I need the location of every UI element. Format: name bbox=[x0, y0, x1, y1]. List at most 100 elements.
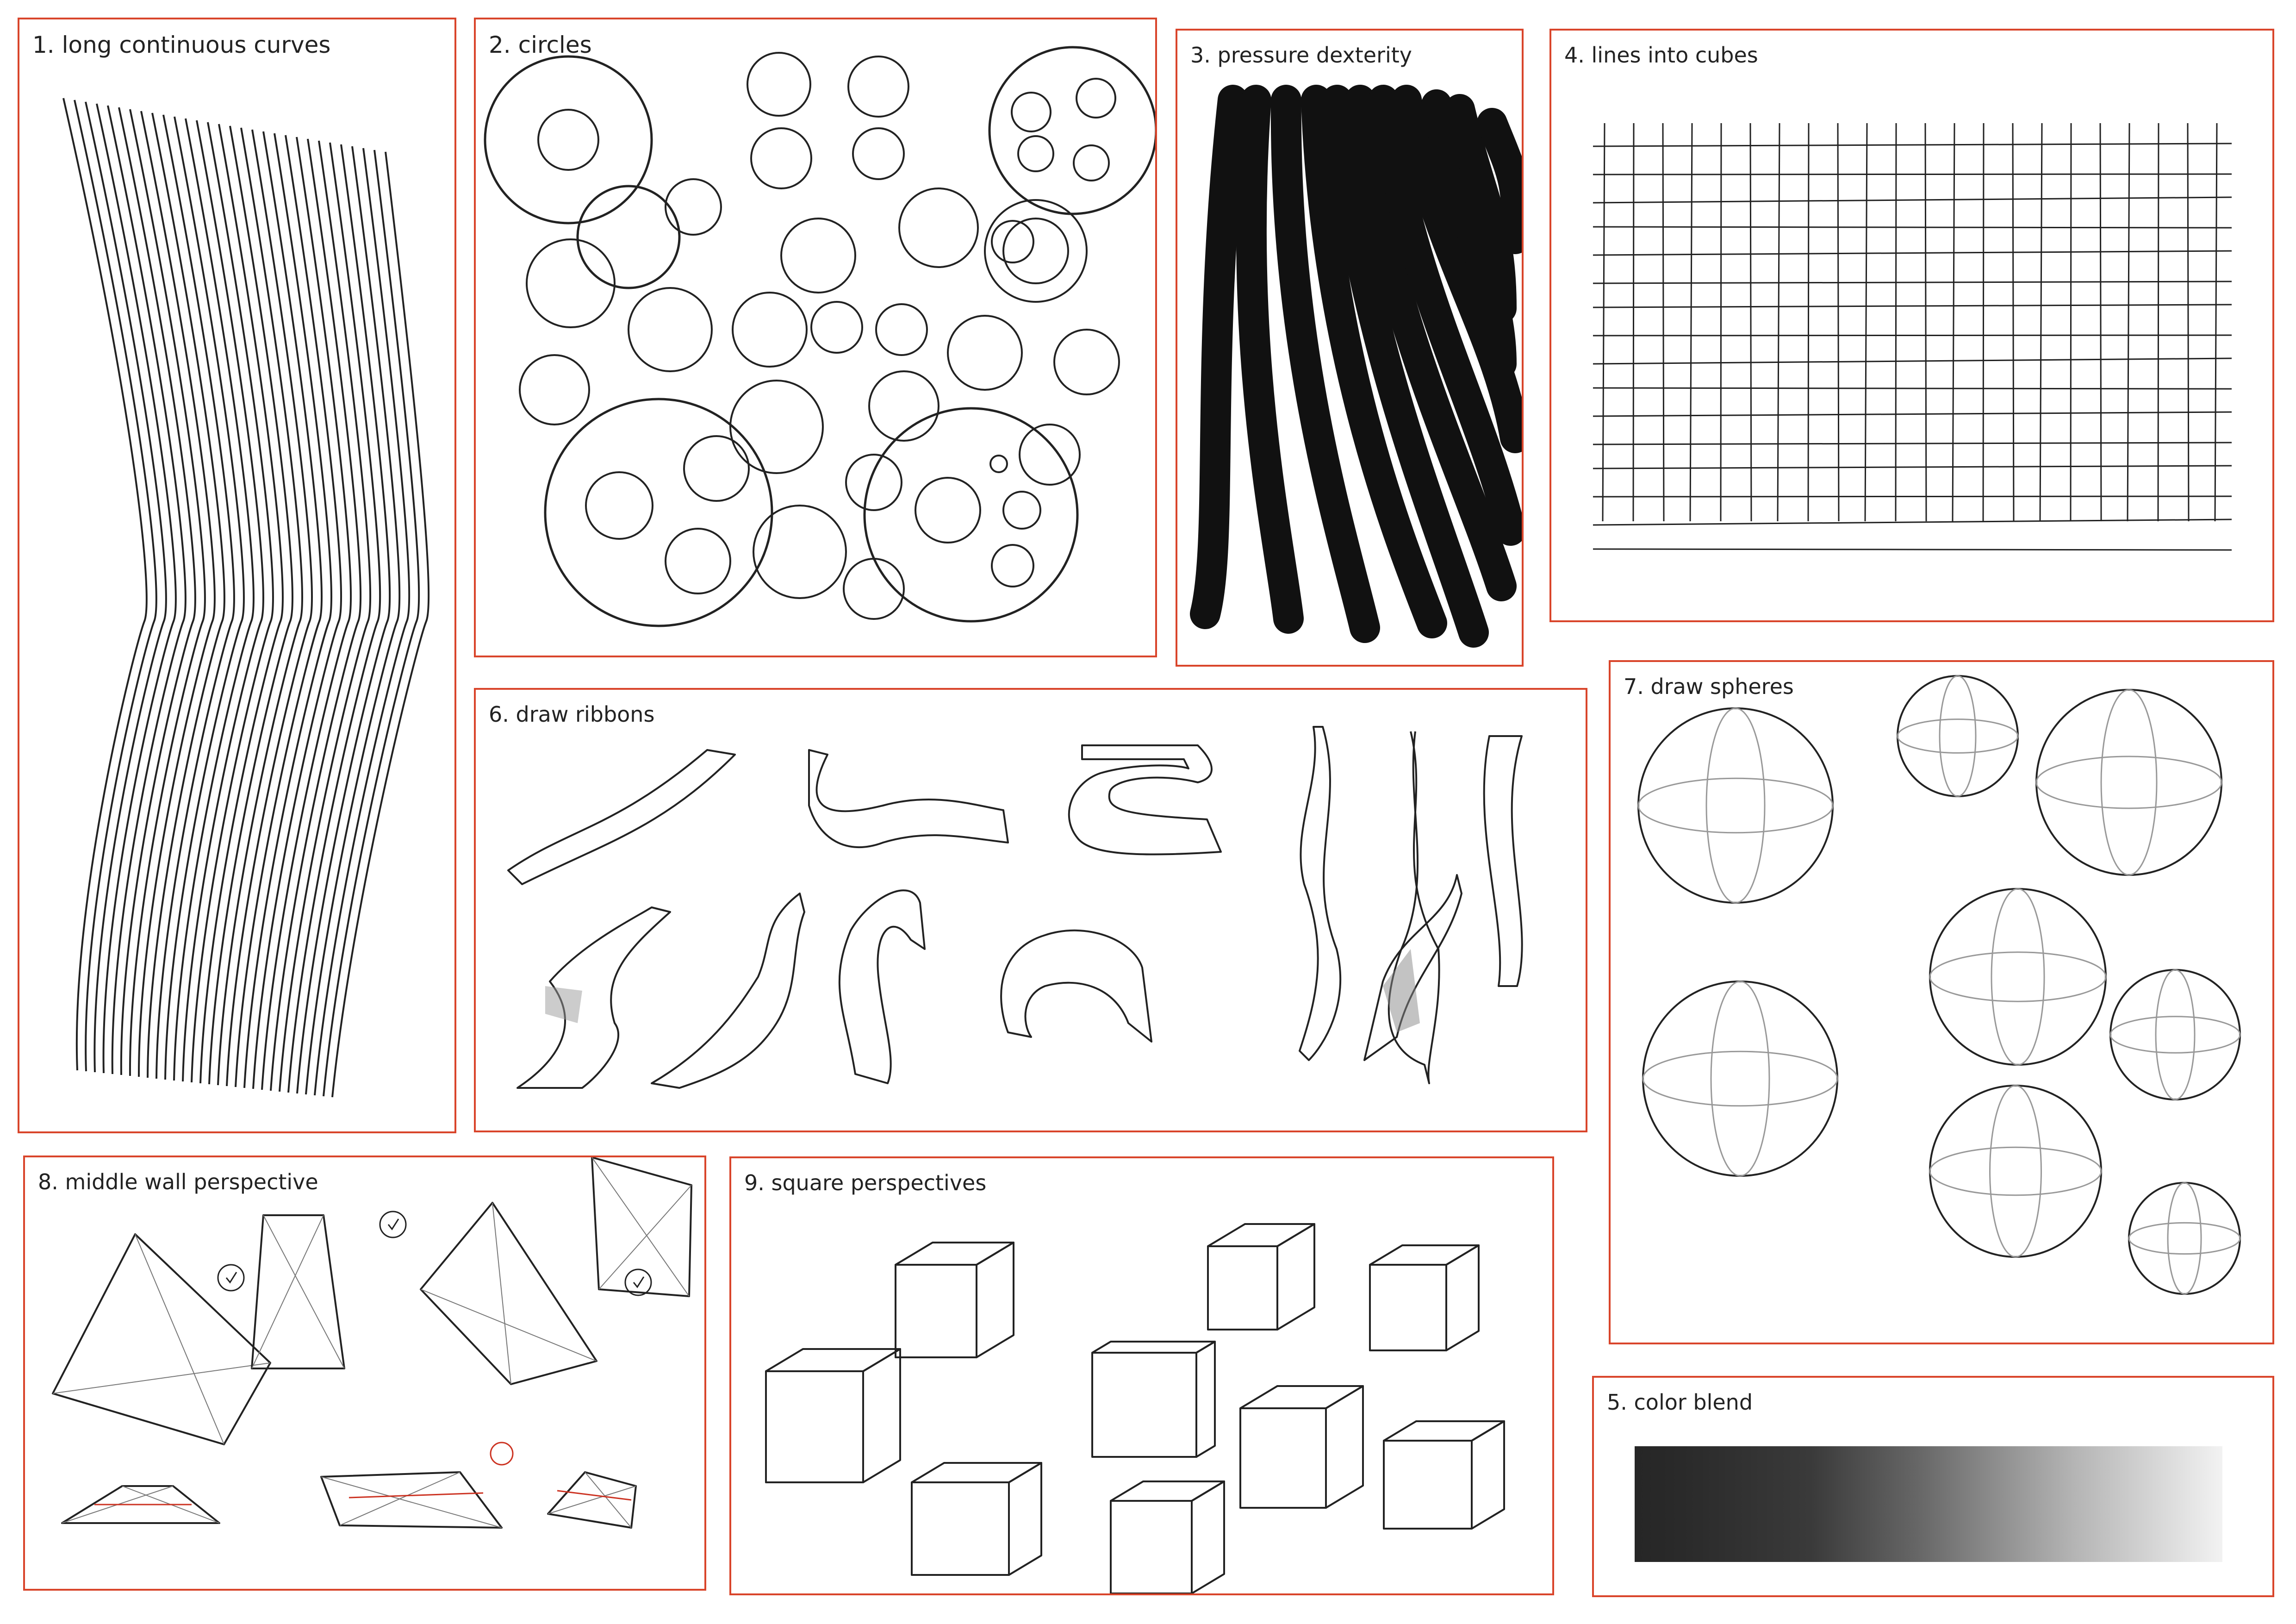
perspective-diagonal bbox=[598, 1185, 692, 1290]
cube-front-face bbox=[895, 1264, 977, 1358]
sphere-meridian bbox=[2167, 1182, 2202, 1295]
panel-title: 4. lines into cubes bbox=[1564, 43, 1758, 68]
ribbon-outline bbox=[808, 749, 1009, 848]
panel-title: 3. pressure dexterity bbox=[1190, 43, 1412, 68]
sphere-outline bbox=[1897, 675, 2019, 797]
panel-draw-spheres: 7. draw spheres bbox=[1609, 660, 2274, 1344]
small-circle bbox=[753, 505, 847, 599]
curve-stroke bbox=[85, 101, 167, 1073]
ribbon-outline bbox=[838, 889, 926, 1084]
cube-top-face bbox=[1383, 1420, 1505, 1442]
small-circle bbox=[750, 127, 812, 189]
small-circle bbox=[732, 292, 808, 368]
horizontal-line bbox=[1593, 250, 2232, 256]
cube-side-face bbox=[1471, 1420, 1505, 1530]
inner-circle bbox=[991, 544, 1034, 587]
sphere-meridian bbox=[1939, 675, 1977, 797]
panel-long-continuous-curves: 1. long continuous curves bbox=[18, 18, 456, 1133]
panel-color-blend: 5. color blend bbox=[1592, 1376, 2274, 1597]
perspective-diagonal bbox=[591, 1157, 690, 1297]
ribbon-outline bbox=[1483, 735, 1523, 987]
perspective-wall-outline bbox=[320, 1471, 503, 1529]
red-midline bbox=[348, 1492, 484, 1499]
horizontal-line bbox=[1593, 518, 2232, 526]
sad-face-icon bbox=[490, 1442, 514, 1466]
middle-wall-drawing bbox=[52, 1157, 692, 1529]
small-circle bbox=[729, 380, 824, 474]
cube-front-face bbox=[1207, 1245, 1278, 1330]
curve-stroke bbox=[173, 118, 255, 1081]
small-circle bbox=[845, 454, 902, 511]
pressure-stroke bbox=[1301, 85, 1447, 638]
inner-circle bbox=[683, 435, 750, 502]
checkmark-circle-icon bbox=[217, 1264, 245, 1292]
panel-square-perspectives: 9. square perspectives bbox=[729, 1156, 1554, 1595]
perspective-diagonal bbox=[585, 1472, 632, 1528]
horizontal-line bbox=[1593, 226, 2232, 229]
cube-front-face bbox=[1091, 1352, 1197, 1458]
vertical-line bbox=[2214, 123, 2218, 522]
panel-title: 5. color blend bbox=[1607, 1390, 1753, 1415]
big-circle bbox=[484, 55, 653, 225]
ribbon-outline bbox=[507, 749, 736, 885]
inner-circle bbox=[1073, 144, 1110, 181]
curve-stroke bbox=[208, 125, 293, 1085]
horizontal-line bbox=[1593, 495, 2232, 498]
checkmark-circle-icon bbox=[624, 1268, 652, 1296]
ribbon-outline bbox=[516, 906, 671, 1089]
curve-stroke bbox=[331, 151, 430, 1098]
cube-side-face bbox=[1445, 1244, 1480, 1351]
vertical-line bbox=[2099, 123, 2102, 522]
cube-side-face bbox=[976, 1242, 1014, 1358]
panel-pressure-dexterity: 3. pressure dexterity bbox=[1176, 29, 1524, 667]
ribbon-outline bbox=[651, 893, 805, 1089]
panel-title: 8. middle wall perspective bbox=[38, 1169, 318, 1194]
vertical-line bbox=[2039, 123, 2043, 522]
horizontal-line bbox=[1593, 196, 2232, 204]
sphere-equator bbox=[1929, 1146, 2102, 1196]
small-circle bbox=[1019, 424, 1081, 486]
small-circle bbox=[810, 301, 863, 354]
perspective-wall-outline bbox=[251, 1214, 345, 1369]
horizontal-line bbox=[1593, 442, 2232, 445]
horizontal-line bbox=[1593, 357, 2232, 365]
cube-front-face bbox=[1383, 1440, 1473, 1530]
panel-draw-ribbons: 6. draw ribbons bbox=[474, 688, 1587, 1132]
small-circle bbox=[526, 238, 616, 328]
vertical-line bbox=[1807, 123, 1810, 522]
perspective-diagonal bbox=[492, 1202, 511, 1385]
horizontal-line bbox=[1593, 173, 2232, 175]
ribbon-shading bbox=[545, 986, 582, 1023]
curve-stroke bbox=[156, 114, 235, 1079]
sphere-meridian bbox=[1989, 1085, 2042, 1258]
small-circle bbox=[780, 218, 856, 294]
panel-middle-wall-perspective: 8. middle wall perspective bbox=[23, 1156, 706, 1591]
small-circle bbox=[628, 287, 713, 372]
perspective-diagonal bbox=[321, 1476, 502, 1528]
sphere-meridian bbox=[2155, 969, 2196, 1100]
pressure-stroke bbox=[1444, 94, 1517, 324]
checkmark-icon bbox=[633, 1276, 645, 1288]
pressure-stroke bbox=[1421, 89, 1517, 379]
big-circle bbox=[544, 398, 773, 627]
curve-stroke bbox=[191, 122, 274, 1083]
sphere-outline bbox=[1929, 1085, 2102, 1258]
curve-stroke bbox=[323, 150, 420, 1097]
perspective-diagonal bbox=[339, 1472, 460, 1526]
cube-front-face bbox=[911, 1481, 1010, 1576]
ribbon-outline bbox=[1000, 929, 1152, 1043]
ribbon-shading bbox=[1383, 949, 1420, 1032]
curve-stroke bbox=[129, 109, 206, 1076]
horizontal-line bbox=[1593, 465, 2232, 469]
small-circle bbox=[747, 52, 811, 117]
vertical-line bbox=[1837, 123, 1840, 522]
small-circle bbox=[875, 303, 928, 356]
cube-front-face bbox=[765, 1370, 864, 1483]
inner-circle bbox=[665, 178, 722, 236]
vertical-line bbox=[1662, 123, 1665, 522]
vertical-line bbox=[2157, 123, 2159, 522]
cubes-drawing bbox=[765, 1223, 1505, 1593]
ribbon-outline bbox=[1388, 731, 1440, 1084]
pressure-stroke bbox=[1391, 85, 1522, 453]
pressure-stroke bbox=[1322, 85, 1489, 648]
